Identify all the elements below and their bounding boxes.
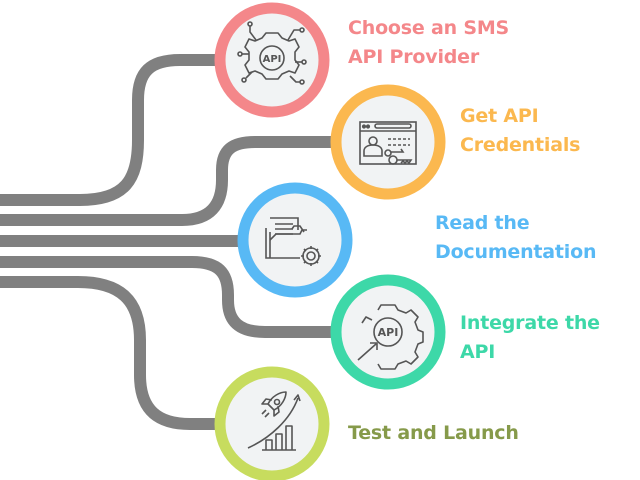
svg-text:API: API [263, 54, 282, 65]
step-label-line: Get API [460, 105, 539, 127]
credentials-key-icon [359, 121, 417, 165]
connector-step-5 [0, 276, 218, 430]
step-circle-integrate-api: API [330, 274, 446, 390]
step-label-line: Choose an SMS [348, 17, 510, 39]
step-circle-get-credentials [330, 84, 446, 200]
step-label-test-launch: Test and Launch [348, 419, 519, 448]
step-label-read-docs: Read the Documentation [435, 209, 597, 267]
connector-step-4 [0, 256, 332, 338]
step-label-line: API [460, 341, 496, 363]
connectors [0, 54, 332, 430]
step-label-get-credentials: Get API Credentials [460, 102, 580, 160]
step-label-integrate-api: Integrate the API [460, 309, 600, 367]
step-circle-choose-provider: API [214, 2, 330, 118]
step-label-line: Integrate the [460, 312, 600, 334]
step-label-line: Test and Launch [348, 422, 519, 444]
step-label-line: Read the [435, 212, 530, 234]
connector-step-1 [0, 54, 218, 206]
rocket-growth-icon [247, 391, 301, 451]
step-label-choose-provider: Choose an SMS API Provider [348, 14, 509, 72]
step-circle-test-launch [214, 366, 330, 480]
connector-step-2 [0, 136, 332, 226]
step-circle-read-docs [237, 182, 353, 298]
folder-gear-icon [265, 217, 321, 266]
step-label-line: API Provider [348, 46, 480, 68]
step-label-line: Documentation [435, 241, 597, 263]
api-gear-circuit-icon: API [237, 21, 307, 85]
svg-text:API: API [378, 326, 399, 339]
step-label-line: Credentials [460, 134, 581, 156]
api-gear-arrow-icon: API [357, 304, 424, 370]
